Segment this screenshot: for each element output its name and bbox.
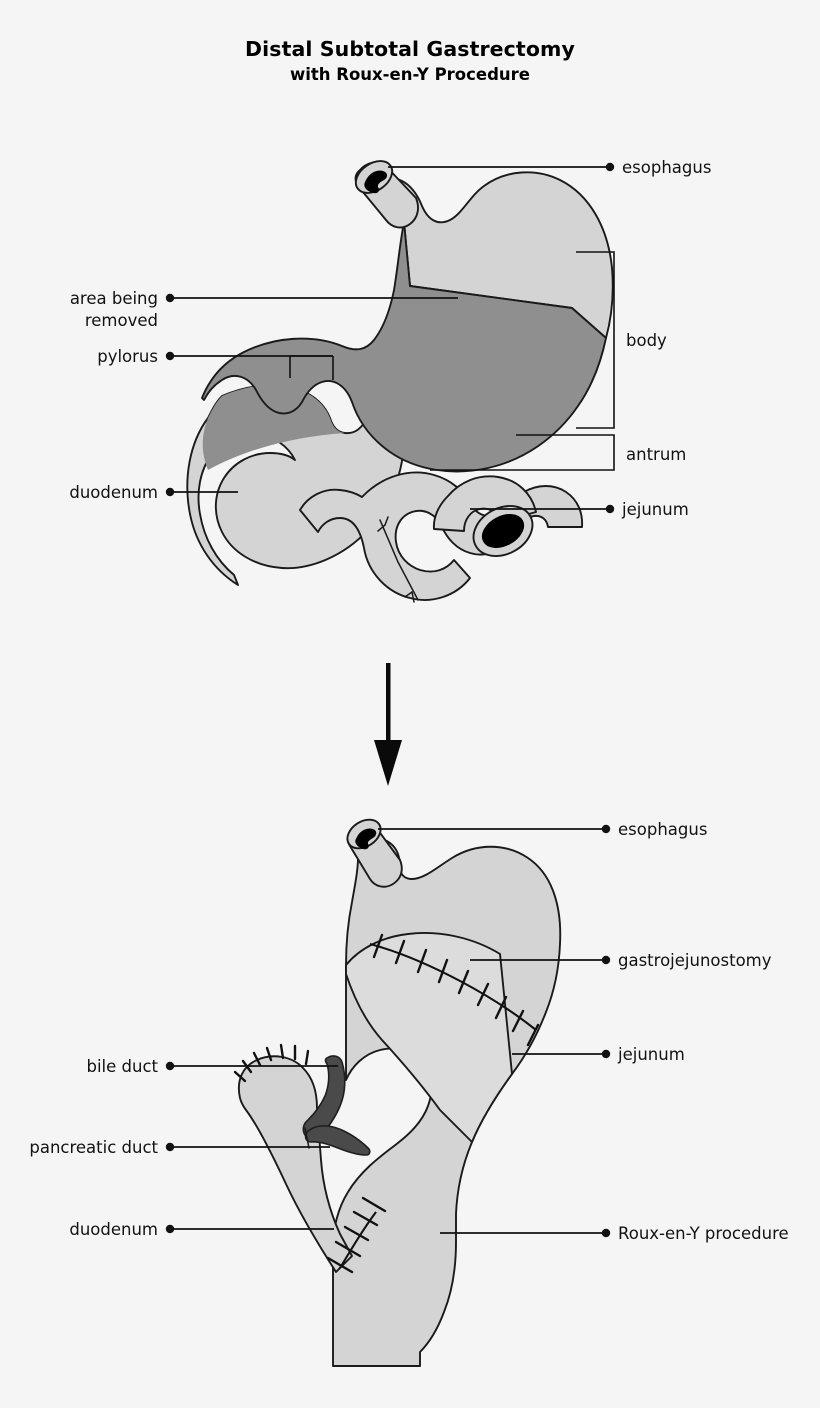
label-jejunum-lower: jejunum (617, 1045, 685, 1064)
upper-anatomy-group (186, 160, 614, 603)
area-removed-leader-dot (165, 293, 175, 303)
label-duodenum-upper: duodenum (69, 483, 158, 502)
jejunum-crease-upper-1 (379, 519, 419, 601)
roux-en-y-leader-dot (601, 1228, 611, 1238)
esophagus-lumen-lower (355, 828, 377, 850)
label-bile-duct: bile duct (86, 1057, 158, 1076)
gastrojejunostomy-leader-dot (601, 955, 611, 965)
jejunum-lumen-upper (481, 514, 525, 548)
label-esophagus-upper: esophagus (622, 158, 711, 177)
pylorus-leader-dot (165, 351, 175, 361)
antrum-bracket (430, 434, 615, 471)
label-area-removed-line1: area being (70, 289, 158, 308)
lower-annotations: esophagus gastrojejunostomy jejunum bile… (29, 820, 788, 1243)
esophagus-leader-dot-lower (601, 824, 611, 834)
label-gastrojejunostomy: gastrojejunostomy (618, 951, 772, 970)
label-roux-en-y: Roux-en-Y procedure (618, 1224, 789, 1243)
stomach-distal-resected (201, 221, 607, 473)
arrow-shaft (386, 663, 391, 742)
label-jejunum-upper: jejunum (621, 500, 689, 519)
jejunum-crease-upper-5 (411, 591, 415, 603)
label-esophagus-lower: esophagus (618, 820, 707, 839)
jejunum-crease-upper-3 (384, 516, 389, 526)
body-bracket (576, 251, 615, 429)
jejunojejunostomy-suture-line (339, 1211, 377, 1269)
gastrojejunostomy-stitches (372, 933, 540, 1047)
jejunum-crease-upper-4 (404, 591, 413, 598)
lower-anatomy-group (233, 818, 562, 1367)
label-pylorus: pylorus (97, 347, 158, 366)
page-title: Distal Subtotal Gastrectomy (245, 37, 575, 61)
duodenum-resected-segment (202, 385, 345, 470)
duodenum-leader-dot-lower (165, 1224, 175, 1234)
jejunum-leader-dot-upper (605, 504, 615, 514)
esophagus-lumen-upper (364, 170, 387, 194)
duodenum-leader-dot-upper (165, 487, 175, 497)
label-pancreatic-duct: pancreatic duct (29, 1138, 158, 1157)
pancreatic-duct-leader-dot (165, 1142, 175, 1152)
page-subtitle: with Roux-en-Y Procedure (290, 65, 530, 84)
jejunojejunostomy-stitches (326, 1196, 387, 1274)
stomach-proximal-retained (371, 171, 614, 339)
gastrojejunostomy-suture-line (369, 942, 537, 1031)
jejunum-crease-upper-2 (377, 524, 386, 532)
label-body: body (626, 331, 667, 350)
gastric-remnant-wedge (345, 932, 513, 1143)
duodenum-shape-upper (186, 384, 405, 586)
jejunum-leader-dot-lower (601, 1049, 611, 1059)
pylorus-bracket (289, 355, 334, 380)
process-arrow (374, 663, 402, 786)
esophagus-leader-dot-upper (605, 162, 615, 172)
bile-duct-leader-dot (165, 1061, 175, 1071)
label-area-removed-line2: removed (85, 311, 158, 330)
arrow-head (374, 740, 402, 786)
label-antrum: antrum (626, 445, 686, 464)
duodenal-stump-sutures (233, 1043, 310, 1083)
upper-annotations: esophagus area being removed pylorus duo… (69, 158, 711, 519)
label-duodenum-lower: duodenum (69, 1220, 158, 1239)
duct-insertion-mark (304, 1127, 310, 1149)
